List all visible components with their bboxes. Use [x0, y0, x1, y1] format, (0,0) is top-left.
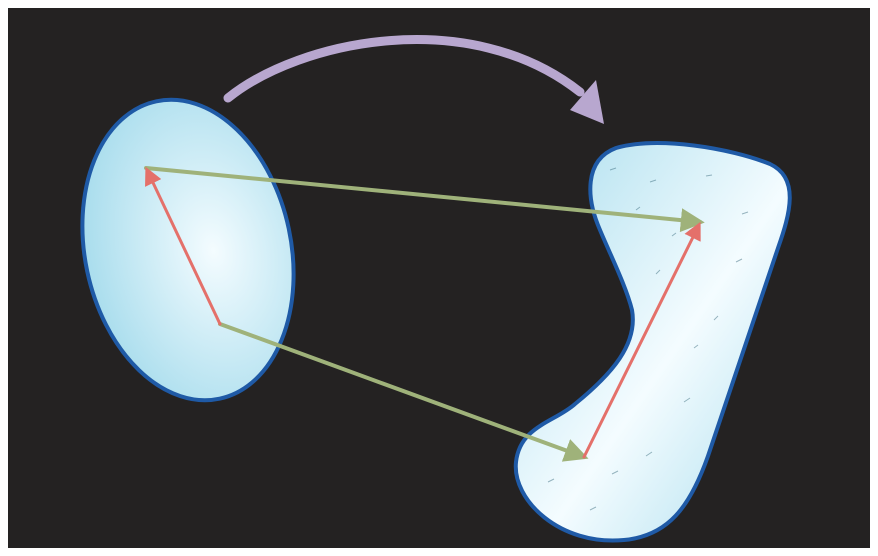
map-arrowhead-icon — [570, 80, 604, 124]
source-vector-arrow — [145, 166, 222, 326]
transport-arrow-top — [144, 166, 705, 233]
map-arrow-curve — [223, 35, 585, 103]
transport-arrow-bottom — [218, 322, 589, 462]
target-vector-arrow — [582, 221, 701, 459]
source-region — [80, 97, 296, 403]
target-speckles — [547, 167, 749, 511]
